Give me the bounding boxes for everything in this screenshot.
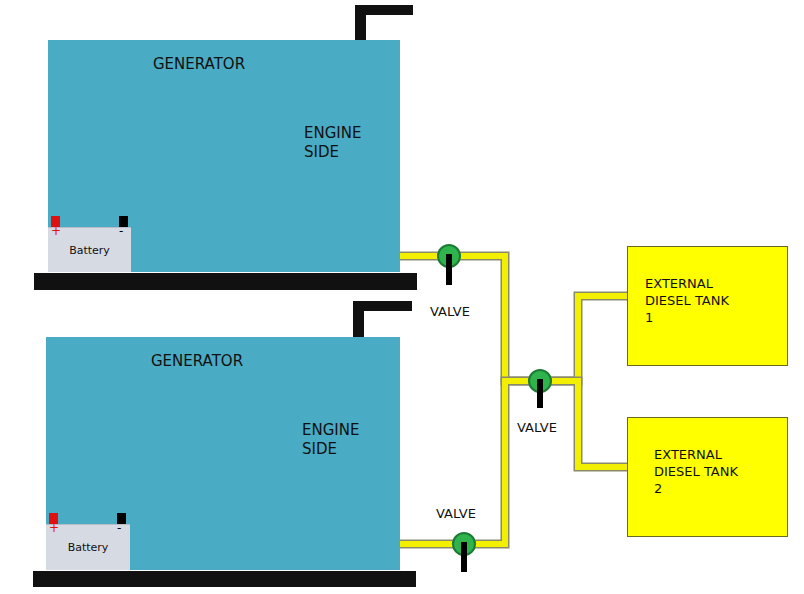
valve-symbol: VALVE (528, 369, 552, 393)
valve-symbol: VALVE (437, 244, 461, 268)
battery-box: Battery + - (46, 524, 130, 570)
battery-label: Battery (46, 541, 130, 554)
fuel-pipe (461, 256, 528, 381)
generator-title: GENERATOR (153, 55, 245, 73)
side-label: ENGINE SIDE (304, 124, 384, 162)
tank-box: EXTERNAL DIESEL TANK 1 (627, 246, 788, 366)
generator-base (34, 273, 417, 290)
generator-box: GENERATOR ENGINE SIDE Battery + - (48, 40, 400, 272)
fuel-pipe (552, 296, 627, 381)
valve-label: VALVE (430, 304, 470, 319)
polarity-mark: + (49, 522, 59, 534)
valve-stem (537, 379, 543, 408)
tank-box: EXTERNAL DIESEL TANK 2 (627, 417, 788, 537)
exhaust-pipe (355, 5, 413, 40)
fuel-pipe (400, 544, 452, 545)
generator-title: GENERATOR (151, 352, 243, 370)
side-label: ENGINE SIDE (302, 421, 382, 459)
battery-label: Battery (48, 244, 131, 257)
polarity-mark: + (51, 225, 61, 237)
valve-label: VALVE (517, 420, 557, 435)
valve-label: VALVE (436, 506, 476, 521)
fuel-pipe (400, 256, 437, 257)
generator-base (33, 571, 416, 587)
fuel-pipe (476, 381, 528, 544)
fuel-pipe (552, 381, 627, 467)
valve-symbol: VALVE (452, 532, 476, 556)
polarity-mark: - (117, 522, 121, 534)
battery-box: Battery + - (48, 227, 131, 272)
generator-box: GENERATOR ENGINE SIDE Battery + - (46, 337, 400, 570)
polarity-mark: - (119, 225, 123, 237)
tank-label: EXTERNAL DIESEL TANK 2 (654, 446, 746, 497)
exhaust-pipe (353, 301, 412, 337)
valve-stem (446, 254, 452, 285)
tank-label: EXTERNAL DIESEL TANK 1 (645, 275, 737, 326)
valve-stem (461, 542, 467, 572)
